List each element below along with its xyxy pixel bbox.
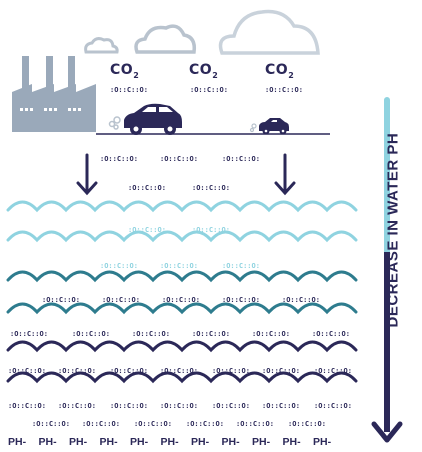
co2-molecule: :O::C::O: — [132, 330, 170, 338]
ph-label: PH- — [282, 436, 301, 448]
cloud-icon-small — [84, 37, 119, 54]
co2-molecule: :O::C::O: — [100, 262, 138, 270]
side-label-wrap: DECREASE IN WATER PH — [288, 133, 422, 328]
ocean-waves — [6, 200, 358, 384]
car-icon-small — [249, 118, 289, 135]
ph-label: PH- — [160, 436, 179, 448]
wave-line — [6, 230, 358, 243]
wave-line — [6, 340, 358, 353]
co2-molecule: :O::C::O: — [110, 402, 148, 410]
ph-label: PH- — [252, 436, 271, 448]
co2-molecule: :O::C::O: — [222, 262, 260, 270]
co2-molecule: :O::C::O: — [8, 367, 46, 375]
co2-molecule: :O::C::O: — [192, 330, 230, 338]
ph-label: PH- — [313, 436, 332, 448]
co2-molecule: :O::C::O: — [42, 296, 80, 304]
co2-molecule: :O::C::O: — [162, 296, 200, 304]
co2-molecule: :O::C::O: — [160, 367, 198, 375]
co2-molecule: :O::C::O: — [72, 330, 110, 338]
side-label: DECREASE IN WATER PH — [384, 132, 402, 328]
ph-label: PH- — [221, 436, 240, 448]
wave-line — [6, 371, 358, 384]
co2-molecule: :O::C::O: — [160, 262, 198, 270]
cloud-icon-medium — [134, 24, 197, 54]
co2-molecule: :O::C::O: — [186, 420, 224, 428]
co2-molecule: :O::C::O: — [100, 155, 138, 163]
ph-label: PH- — [130, 436, 149, 448]
ph-label: PH- — [99, 436, 118, 448]
co2-molecule: :O::C::O: — [10, 330, 48, 338]
co2-molecule: :O::C::O: — [110, 367, 148, 375]
ph-label: PH- — [191, 436, 210, 448]
wave-line — [6, 302, 358, 315]
co2-molecule: :O::C::O: — [212, 402, 250, 410]
ph-scale-bar — [371, 97, 403, 443]
co2-molecule: :O::C::O: — [236, 420, 274, 428]
co2-molecule: :O::C::O: — [128, 184, 166, 192]
wave-line — [6, 270, 358, 283]
co2-molecule: :O::C::O: — [314, 402, 352, 410]
co2-molecule: :O::C::O: — [8, 402, 46, 410]
co2-molecule: :O::C::O: — [288, 420, 326, 428]
co2-label-1: CO2 — [110, 62, 140, 80]
factory-icon — [12, 56, 96, 132]
co2-label-2: CO2 — [189, 62, 219, 80]
co2-molecule: :O::C::O: — [262, 367, 300, 375]
co2-molecule: :O::C::O: — [102, 296, 140, 304]
co2-molecule: :O::C::O: — [82, 420, 120, 428]
ph-label: PH- — [8, 436, 27, 448]
co2-molecule: :O::C::O: — [32, 420, 70, 428]
co2-molecule: :O::C::O: — [160, 155, 198, 163]
co2-molecule: :O::C::O: — [222, 296, 260, 304]
co2-molecule: :O::C::O: — [314, 367, 352, 375]
co2-molecule: :O::C::O: — [282, 296, 320, 304]
co2-label-3: CO2 — [265, 62, 295, 80]
co2-molecule: :O::C::O: — [212, 367, 250, 375]
ph-label: PH- — [69, 436, 88, 448]
co2-molecule: :O::C::O: — [128, 226, 166, 234]
ph-label: PH- — [38, 436, 57, 448]
down-arrow-icon-right — [274, 153, 296, 196]
cloud-icon-large — [218, 9, 320, 55]
co2-molecule: :O::C::O: — [134, 420, 172, 428]
co2-molecule: :O::C::O: — [262, 402, 300, 410]
co2-molecule: :O::C::O: — [265, 86, 303, 94]
car-icon-large — [108, 103, 182, 135]
co2-molecule: :O::C::O: — [58, 402, 96, 410]
co2-molecule: :O::C::O: — [192, 184, 230, 192]
co2-molecule: :O::C::O: — [222, 155, 260, 163]
wave-line — [6, 200, 358, 213]
co2-molecule: :O::C::O: — [190, 86, 228, 94]
co2-molecule: :O::C::O: — [160, 402, 198, 410]
co2-molecule: :O::C::O: — [252, 330, 290, 338]
down-arrow-icon-scale — [371, 421, 403, 443]
co2-molecule: :O::C::O: — [192, 226, 230, 234]
co2-molecule: :O::C::O: — [110, 86, 148, 94]
co2-molecule: :O::C::O: — [58, 367, 96, 375]
co2-molecule: :O::C::O: — [312, 330, 350, 338]
down-arrow-icon-left — [76, 153, 98, 196]
